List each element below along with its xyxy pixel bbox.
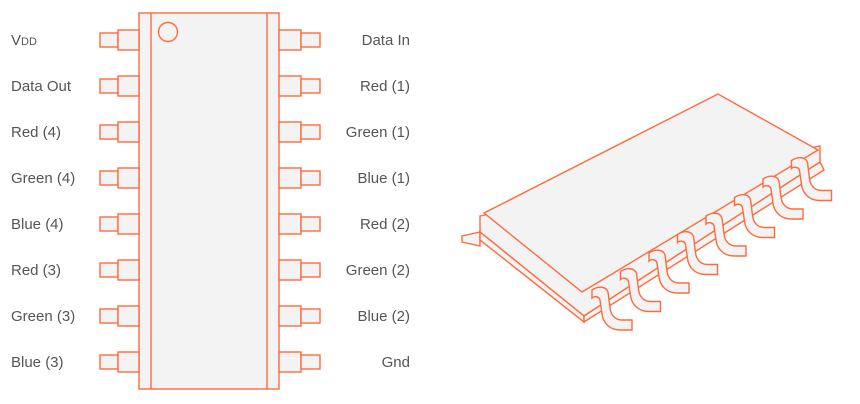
right-pin-6: Green (2) (278, 259, 410, 281)
package-leg-7 (762, 175, 804, 220)
right-pin-8: Gnd (278, 351, 410, 373)
front-legs (591, 157, 833, 331)
right-pin-label: Blue (1) (357, 170, 410, 187)
chip-body (138, 12, 280, 390)
left-pin-1: VDD (11, 29, 140, 51)
right-pin-1: Data In (278, 29, 410, 51)
package-tab (461, 231, 481, 247)
pin-lead-outer (99, 170, 119, 186)
pin-lead-inner (278, 259, 302, 281)
pin-lead-outer (99, 124, 119, 140)
pin-lead-inner (278, 75, 302, 97)
left-pin-4: Green (4) (11, 167, 140, 189)
right-pin-2: Red (1) (278, 75, 410, 97)
right-pin-label: Gnd (382, 354, 410, 371)
left-pin-label: Data Out (11, 78, 72, 95)
pin-lead-inner (278, 213, 302, 235)
pin-lead-outer (300, 170, 321, 186)
pin-lead-outer (300, 308, 321, 324)
pin-lead-inner (117, 29, 140, 51)
pin-lead-outer (300, 124, 321, 140)
pin-label-main: Blue (4) (11, 216, 64, 233)
left-pin-5: Blue (4) (11, 213, 140, 235)
pin-lead-outer (99, 216, 119, 232)
pin-lead-inner (278, 29, 302, 51)
pin-label-main: Blue (3) (11, 354, 64, 371)
right-pin-label: Data In (362, 32, 410, 49)
package-top (482, 93, 820, 293)
package-leg-5 (705, 212, 747, 257)
right-pin-3: Green (1) (278, 121, 410, 143)
right-pin-label: Red (2) (360, 216, 410, 233)
pin-label-main: Green (3) (11, 308, 75, 325)
pin1-dot-icon (157, 21, 179, 43)
left-pin-label: Red (3) (11, 262, 61, 279)
pin-lead-outer (99, 32, 119, 48)
left-pin-8: Blue (3) (11, 351, 140, 373)
pin-lead-inner (278, 167, 302, 189)
pin-label-main: Data Out (11, 78, 72, 95)
pin-lead-outer (300, 262, 321, 278)
pin-lead-inner (278, 351, 302, 373)
pin-lead-inner (117, 259, 140, 281)
soic-package-icon (461, 93, 833, 331)
pin-lead-inner (117, 305, 140, 327)
package-leg-4 (676, 231, 719, 276)
pin-lead-outer (99, 308, 119, 324)
right-pin-label: Green (2) (346, 262, 410, 279)
pin-label-main: Red (4) (11, 124, 61, 141)
package-leg-8 (790, 157, 833, 202)
left-pin-7: Green (3) (11, 305, 140, 327)
right-pin-label: Blue (2) (357, 308, 410, 325)
pin-lead-outer (99, 262, 119, 278)
left-pin-label: Red (4) (11, 124, 61, 141)
pin-label-sub: DD (21, 36, 37, 48)
pin-lead-inner (117, 213, 140, 235)
left-pin-label: Blue (3) (11, 354, 64, 371)
pin-lead-inner (117, 167, 140, 189)
package-leg-3 (648, 249, 690, 294)
pin-lead-inner (278, 305, 302, 327)
left-pin-label: Green (4) (11, 170, 75, 187)
left-pin-2: Data Out (11, 75, 140, 97)
right-pin-label: Green (1) (346, 124, 410, 141)
pin-lead-inner (117, 121, 140, 143)
pin-label-main: V (11, 32, 21, 49)
package-leg-6 (733, 194, 776, 239)
right-pin-label: Red (1) (360, 78, 410, 95)
package-leg-1 (591, 286, 633, 331)
package-skirt-side (583, 160, 825, 324)
pin-lead-outer (99, 354, 119, 370)
right-pin-group: Data In Red (1) Green (1) Blue (1) Red (2) Gr… (278, 29, 410, 373)
left-pin-label: Blue (4) (11, 216, 64, 233)
pin-label-main: Red (3) (11, 262, 61, 279)
pin-lead-inner (117, 351, 140, 373)
right-pin-5: Red (2) (278, 213, 410, 235)
left-pin-3: Red (4) (11, 121, 140, 143)
package-leg-2 (619, 268, 662, 313)
pin-lead-outer (300, 78, 321, 94)
right-pin-4: Blue (1) (278, 167, 410, 189)
left-pin-6: Red (3) (11, 259, 140, 281)
left-pin-label: Green (3) (11, 308, 75, 325)
pin-lead-outer (300, 216, 321, 232)
pin-lead-outer (99, 78, 119, 94)
left-pin-label: VDD (11, 32, 37, 49)
pin-lead-inner (278, 121, 302, 143)
pin-lead-outer (300, 32, 321, 48)
right-pin-7: Blue (2) (278, 305, 410, 327)
pin-label-main: Green (4) (11, 170, 75, 187)
pin-lead-outer (300, 354, 321, 370)
pin-lead-inner (117, 75, 140, 97)
